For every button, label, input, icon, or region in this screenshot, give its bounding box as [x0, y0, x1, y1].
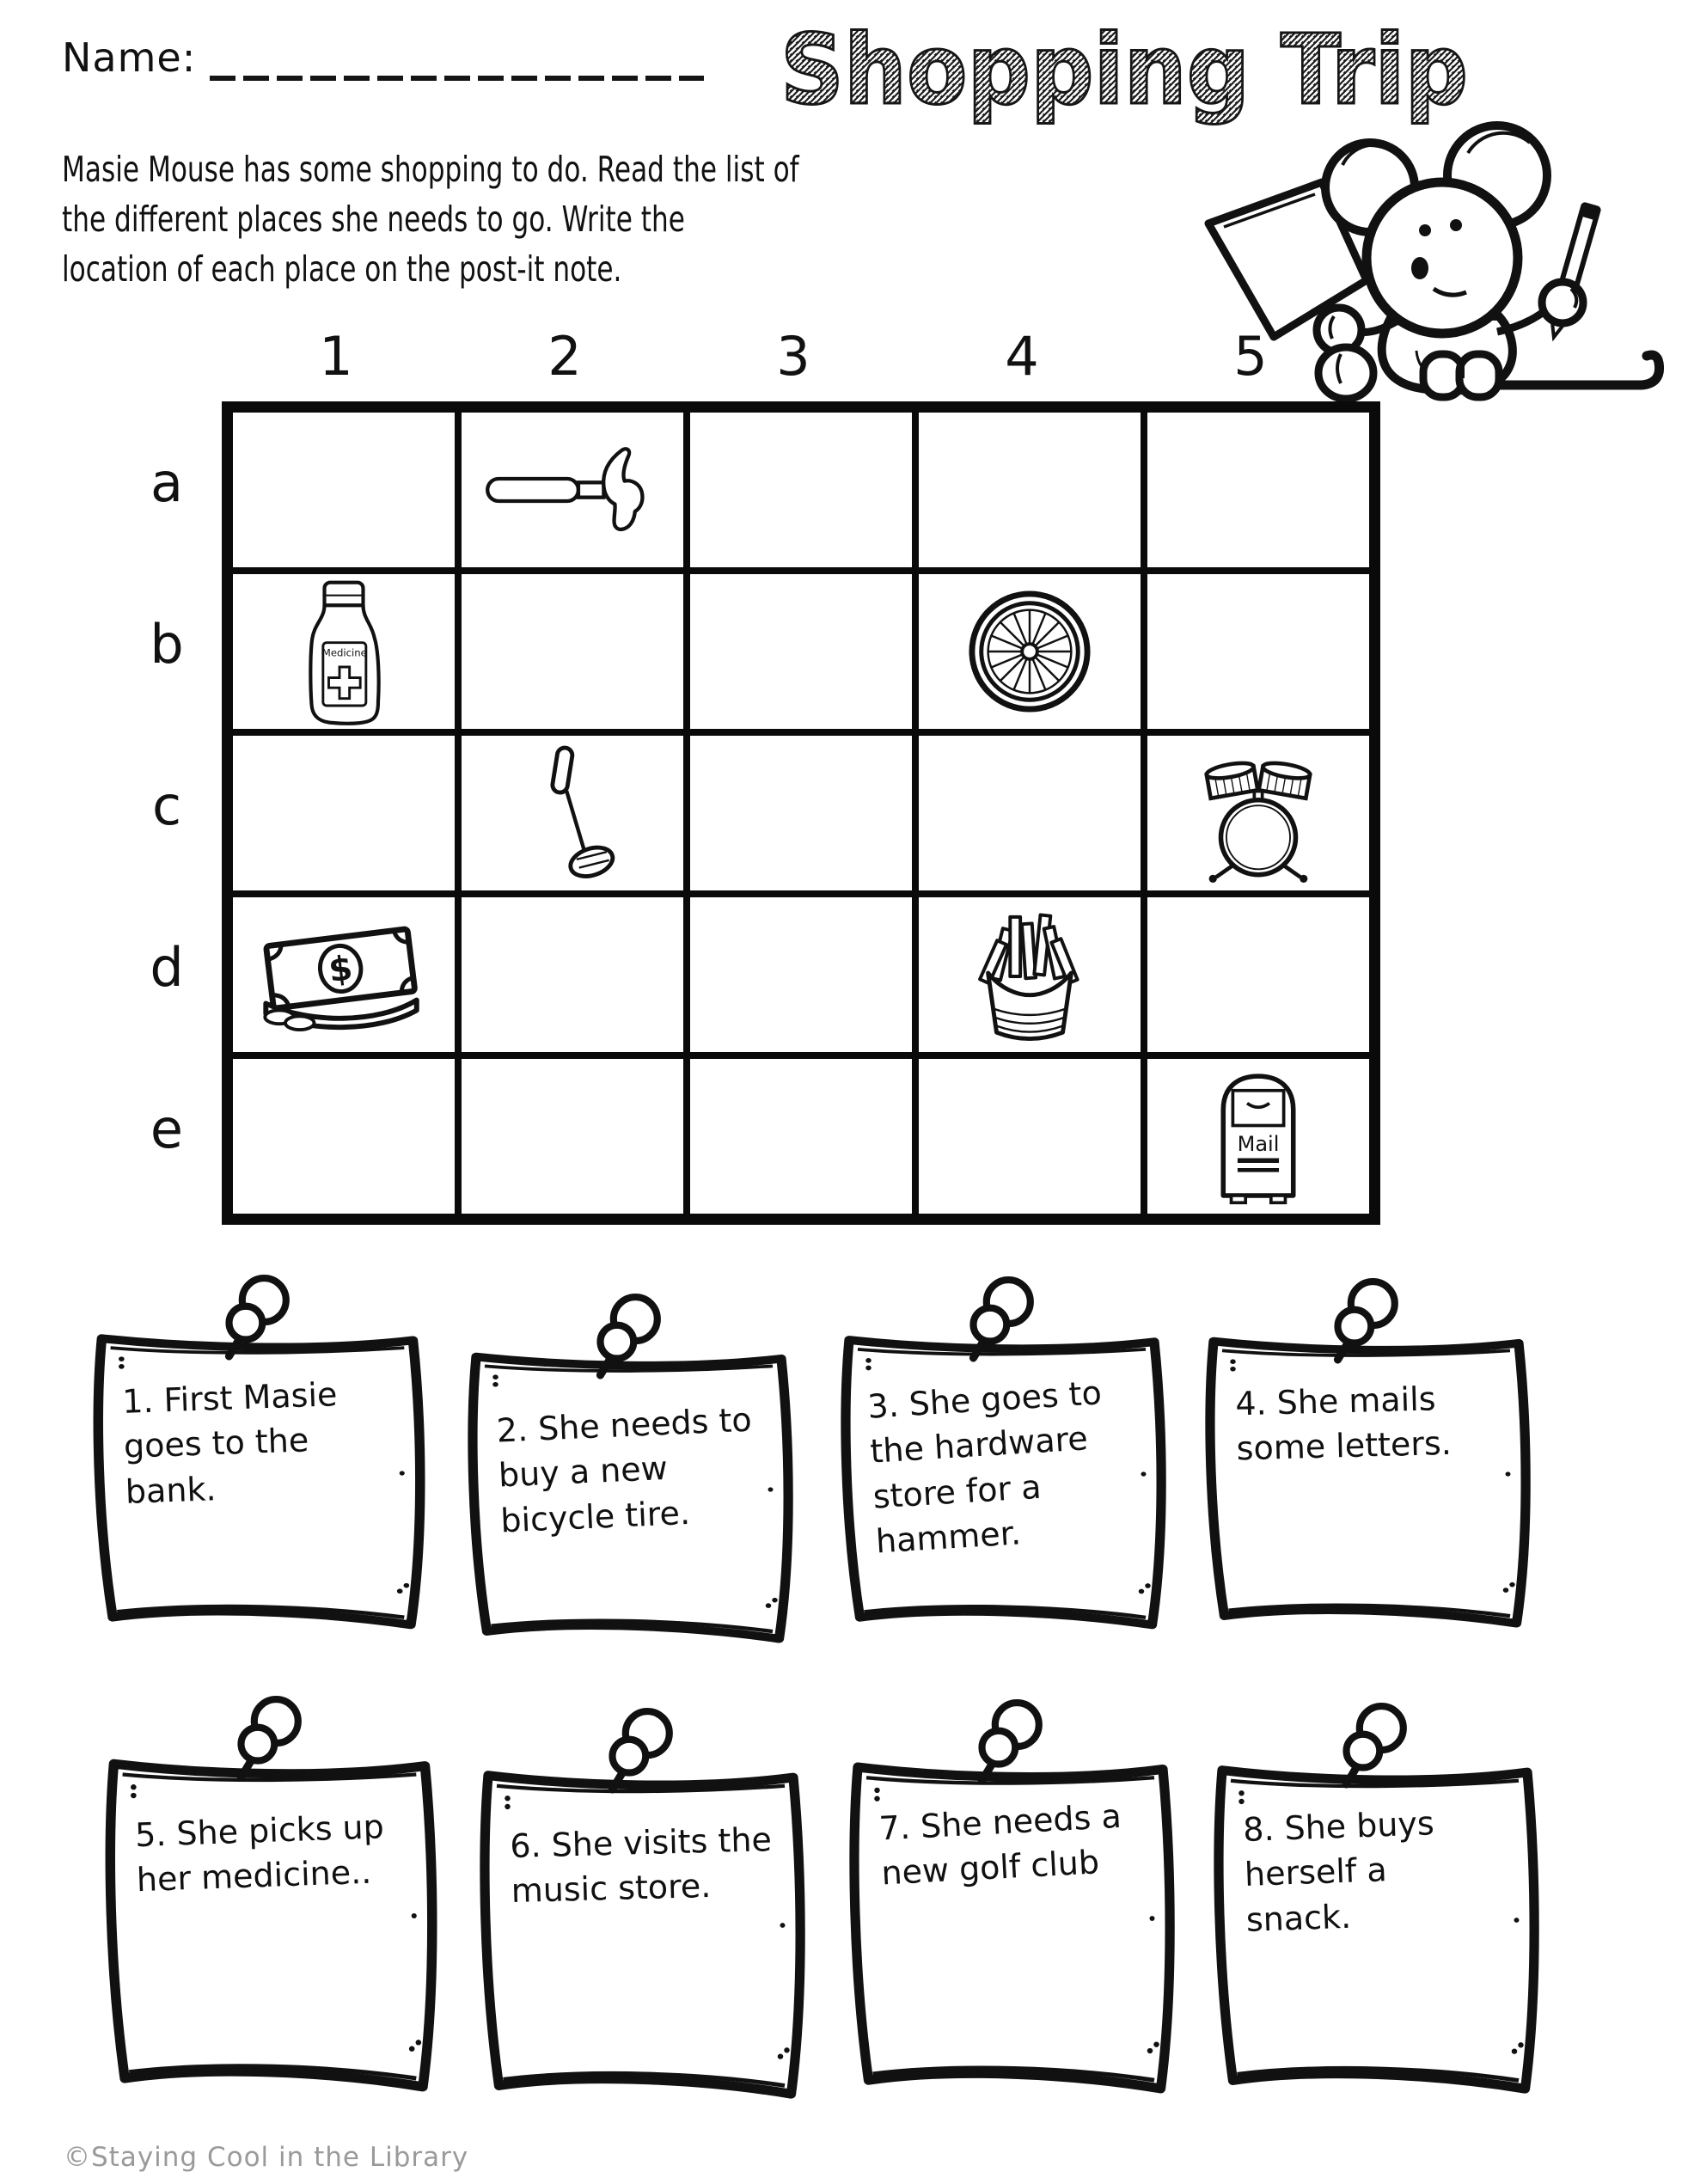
push-pin-icon — [218, 1274, 297, 1361]
grid-cell-b5 — [1144, 571, 1373, 732]
note-text-2: 2. She needs to buy a new bicycle tire. — [495, 1400, 753, 1540]
column-header-1: 1 — [319, 325, 353, 388]
note-text-5: 5. She picks up her medicine.. — [134, 1808, 385, 1900]
name-blank-line — [210, 45, 705, 81]
grid-cell-e3 — [687, 1055, 915, 1217]
post-it-note-8: 8. She buys herself a snack. — [1205, 1733, 1549, 2108]
grid-cell-d3 — [687, 894, 915, 1055]
grid-cell-d2 — [458, 894, 687, 1055]
note-paper — [841, 1729, 1184, 2108]
page-title-art: Shopping Trip — [780, 14, 1470, 128]
grid-cell-c1 — [229, 732, 458, 894]
post-it-note-1: 1. First Masie goes to the bank. — [84, 1305, 435, 1642]
grid-cell-b2 — [458, 571, 687, 732]
medicine-label: Medicine — [322, 646, 367, 658]
column-header-5: 5 — [1233, 325, 1268, 388]
mouse-front-foot — [1455, 350, 1503, 401]
push-pin-icon — [963, 1276, 1042, 1363]
copyright-credit: ©Staying Cool in the Library — [64, 2142, 469, 2173]
post-it-note-6: 6. She visits the music store. — [471, 1738, 815, 2113]
grid-cell-c3 — [687, 732, 915, 894]
grid-cell-a2 — [458, 409, 687, 571]
note-text-6: 6. She visits the music store. — [509, 1820, 773, 1911]
page-title: Shopping Trip — [780, 15, 1468, 126]
mouse-tail — [1492, 350, 1665, 390]
row-label-b: b — [150, 612, 184, 676]
row-label-c: c — [151, 774, 182, 837]
push-pin-icon — [230, 1695, 309, 1783]
grid-row-labels: a b c d e — [125, 401, 208, 1209]
note-paper — [96, 1726, 447, 2106]
mailbox-icon: Mail — [1220, 1074, 1296, 1205]
post-it-note-3: 3. She goes to the hardware store for a … — [832, 1306, 1176, 1642]
grid-cell-d4 — [915, 894, 1144, 1055]
row-label-e: e — [150, 1097, 184, 1160]
push-pin-icon — [1327, 1277, 1406, 1365]
name-row: Name: — [62, 34, 705, 81]
row-label-a: a — [150, 450, 183, 514]
grid-cell-a5 — [1144, 409, 1373, 571]
push-pin-icon — [590, 1293, 669, 1380]
grid-cell-a3 — [687, 409, 915, 571]
note-text-1: 1. First Masie goes to the bank. — [121, 1375, 339, 1511]
push-pin-icon — [971, 1698, 1050, 1786]
grid-cell-e4 — [915, 1055, 1144, 1217]
french-fries-icon — [978, 913, 1079, 1041]
instructions-line-2: the different places she needs to go. Wr… — [62, 199, 685, 241]
grid-cell-d1: $ — [229, 894, 458, 1055]
note-text-7: 7. She needs a new golf club — [878, 1796, 1122, 1893]
instructions-text: Masie Mouse has some shopping to do. Rea… — [62, 144, 799, 295]
name-label: Name: — [62, 34, 197, 81]
post-it-note-7: 7. She needs a new golf club — [841, 1729, 1184, 2108]
post-it-note-2: 2. She needs to buy a new bicycle tire. — [459, 1324, 803, 1655]
drum-set-icon — [1204, 761, 1312, 883]
grid-cell-e1 — [229, 1055, 458, 1217]
mouse-nose — [1411, 257, 1428, 279]
column-header-3: 3 — [776, 325, 810, 388]
instructions-line-1: Masie Mouse has some shopping to do. Rea… — [62, 149, 799, 190]
post-it-note-4: 4. She mails some letters. — [1196, 1308, 1540, 1640]
golf-club-icon — [550, 745, 615, 878]
grid-cell-d5 — [1144, 894, 1373, 1055]
grid-cell-e5: Mail — [1144, 1055, 1373, 1217]
post-it-note-5: 5. She picks up her medicine.. — [96, 1726, 447, 2106]
instructions-line-3: location of each place on the post-it no… — [62, 248, 622, 291]
grid-cell-c4 — [915, 732, 1144, 894]
dollar-sign: $ — [327, 948, 355, 990]
note-text-8: 8. She buys herself a snack. — [1242, 1804, 1435, 1939]
mailbox-label: Mail — [1238, 1132, 1280, 1156]
column-header-2: 2 — [547, 325, 582, 388]
mouse-illustration — [1204, 121, 1665, 403]
hammer-icon — [486, 447, 645, 532]
grid-cell-b1: Medicine — [229, 571, 458, 732]
mouse-head — [1361, 177, 1523, 339]
grid-cell-c5 — [1144, 732, 1373, 894]
bicycle-tire-icon — [969, 590, 1091, 713]
money-icon: $ — [263, 926, 419, 1032]
push-pin-icon — [1336, 1702, 1415, 1789]
coordinate-grid: Medicine — [222, 401, 1380, 1225]
grid-cell-a1 — [229, 409, 458, 571]
grid-cell-b3 — [687, 571, 915, 732]
row-label-d: d — [150, 935, 184, 999]
grid-cell-c2 — [458, 732, 687, 894]
medicine-bottle-icon: Medicine — [309, 580, 381, 725]
grid-cell-a4 — [915, 409, 1144, 571]
grid-column-headers: 1 2 3 4 5 — [222, 325, 1365, 388]
grid-cell-b4 — [915, 571, 1144, 732]
mouse-left-foot — [1314, 343, 1378, 403]
grid-cell-e2 — [458, 1055, 687, 1217]
note-text-3: 3. She goes to the hardware store for a … — [866, 1373, 1104, 1561]
column-header-4: 4 — [1005, 325, 1039, 388]
push-pin-icon — [602, 1707, 681, 1795]
note-text-4: 4. She mails some letters. — [1234, 1380, 1453, 1468]
